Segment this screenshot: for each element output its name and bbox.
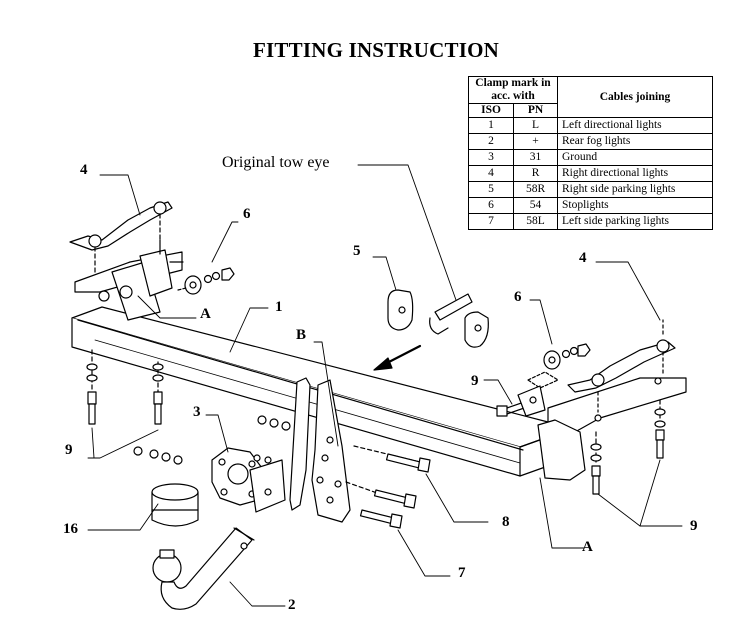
right-bolts: [590, 399, 666, 495]
iso-cell: 7: [467, 213, 515, 230]
part-label-9-right: 9: [690, 518, 698, 534]
part-label-9-left: 9: [65, 442, 73, 458]
callout-leaders: [87, 164, 683, 607]
pn-cell: 58R: [513, 181, 558, 198]
right-mounting-bracket: [537, 377, 687, 481]
cable-legend-table: Clamp mark in acc. with Cables joining I…: [467, 76, 713, 230]
tow-ball-cover: [151, 483, 199, 527]
right-washer-nut-set: [527, 343, 591, 389]
left-clamp-plate: [69, 201, 173, 273]
cables-joining-header: Cables joining: [557, 76, 713, 118]
part-label-6-left: 6: [243, 206, 251, 222]
left-mounting-bracket: [74, 239, 184, 321]
part-label-A-right: A: [582, 539, 593, 555]
left-washer-nut-set: [177, 267, 235, 295]
part-label-8: 8: [502, 514, 510, 530]
long-bolts: [345, 445, 431, 529]
ball-mount-plate: [289, 377, 351, 523]
cable-desc-cell: Stoplights: [557, 197, 713, 214]
part-label-5: 5: [353, 243, 361, 259]
cable-desc-cell: Left side parking lights: [557, 213, 713, 230]
part-label-2: 2: [288, 597, 296, 613]
ball-flange: [133, 415, 291, 513]
part-label-A-left: A: [200, 306, 211, 322]
part-label-4-right: 4: [579, 250, 587, 266]
part-label-6-right: 6: [514, 289, 522, 305]
left-bolts: [86, 349, 164, 425]
part-label-B: B: [296, 327, 307, 343]
tow-eye-parts: [387, 289, 489, 348]
clamp-mark-header: Clamp mark in acc. with: [468, 76, 558, 104]
iso-cell: 4: [467, 165, 515, 182]
part-label-16: 16: [63, 521, 78, 537]
center-bolt: [496, 385, 546, 417]
right-clamp-plate: [567, 319, 676, 413]
direction-arrow: [373, 344, 422, 371]
cable-desc-cell: Right side parking lights: [557, 181, 713, 198]
tow-ball-neck: [152, 527, 255, 610]
part-label-1: 1: [275, 299, 283, 315]
part-label-3: 3: [193, 404, 201, 420]
pn-column-header: PN: [513, 103, 558, 118]
cable-desc-cell: Right directional lights: [557, 165, 713, 182]
part-label-9-center: 9: [471, 373, 479, 389]
page-title: FITTING INSTRUCTION: [253, 38, 499, 62]
tow-eye-callout: Original tow eye: [222, 154, 330, 171]
part-label-7: 7: [458, 565, 466, 581]
part-label-4-left: 4: [80, 162, 88, 178]
